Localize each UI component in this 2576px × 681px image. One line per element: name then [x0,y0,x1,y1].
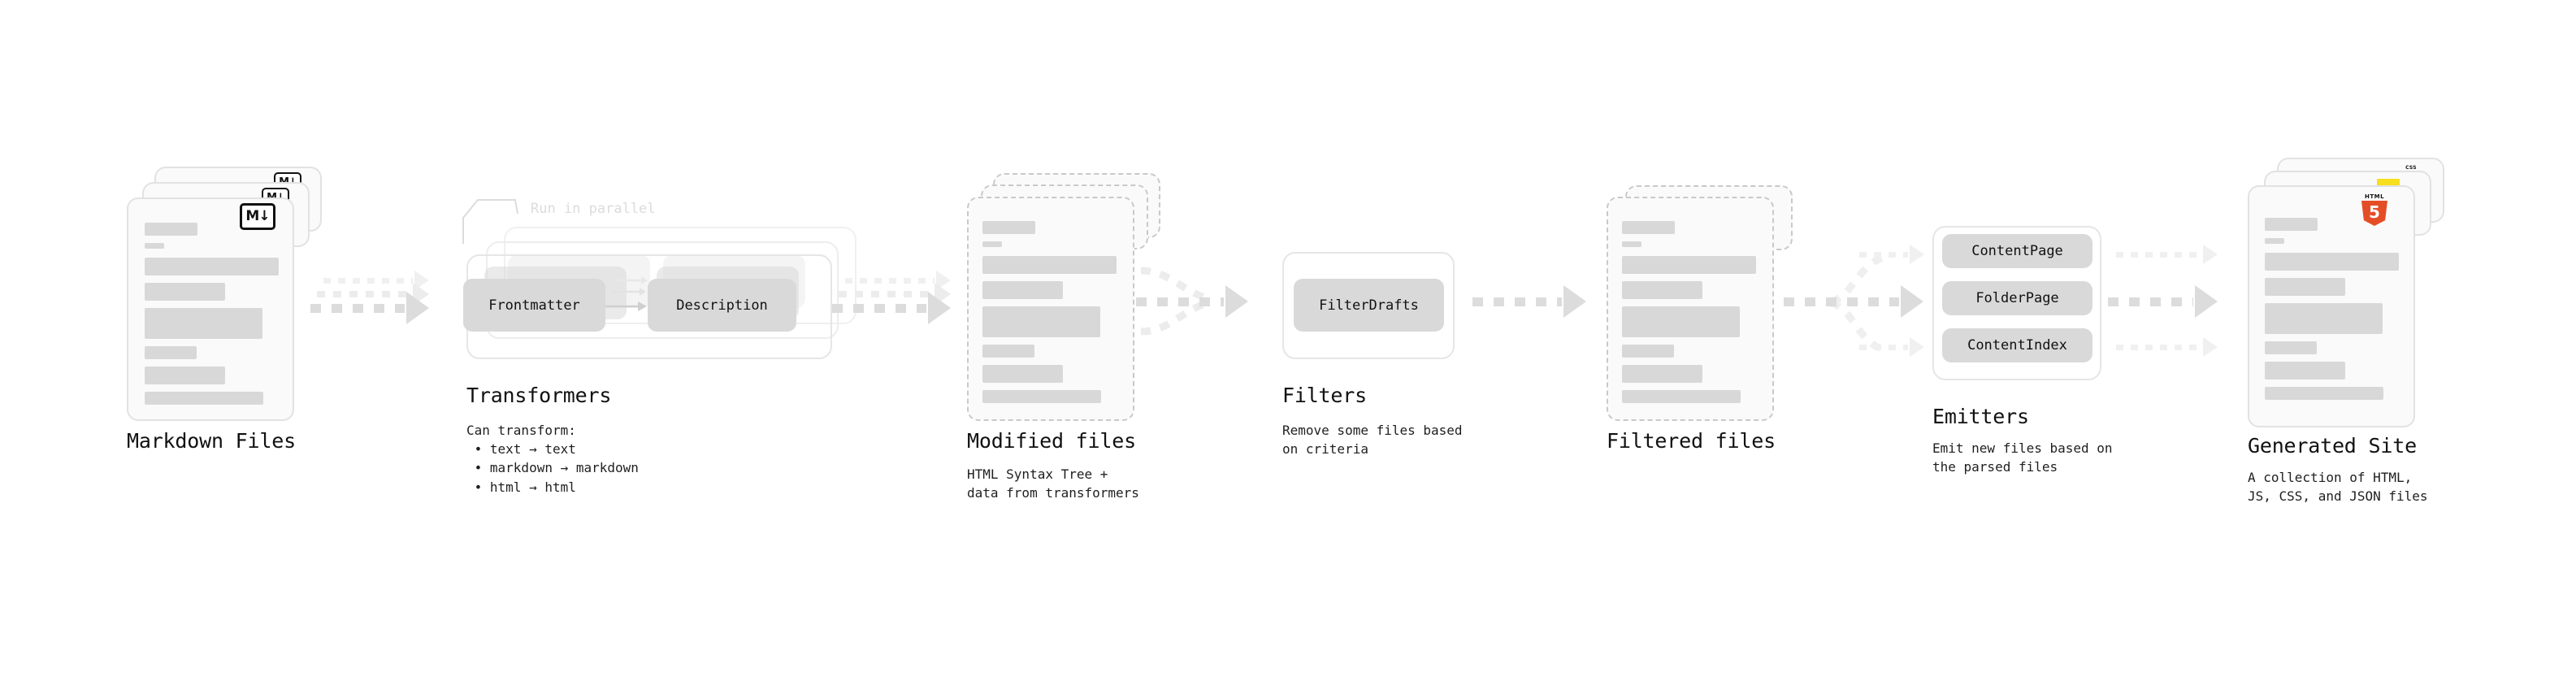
stage-subtitle-modified-files: HTML Syntax Tree + data from transformer… [967,466,1139,501]
transformer-item-frontmatter-label: Frontmatter [488,297,580,314]
markdown-icon: M↓ [240,203,275,230]
run-in-parallel-note: Run in parallel [531,201,656,217]
arrow-modified-to-filters [1136,285,1248,318]
html5-icon: HTML [2361,193,2388,226]
emitters-item-contentpage[interactable]: ContentPage [1942,234,2092,268]
arrow-filtered-to-emitters-mid [1784,285,1923,318]
transformer-item-description[interactable]: Description [648,279,796,332]
arrow-emitters-to-site-bottom [2116,337,2218,357]
filtered-file-placeholder-lines [1622,221,1756,410]
filters-item-filterdrafts[interactable]: FilterDrafts [1294,279,1444,332]
transformer-item-frontmatter[interactable]: Frontmatter [463,279,605,332]
stage-title-filtered-files: Filtered files [1607,429,1776,453]
stage-subtitle-emitters: Emit new files based on the parsed files [1932,440,2113,475]
emitters-item-contentpage-label: ContentPage [1971,243,2063,259]
stage-title-markdown-files: Markdown Files [127,429,296,453]
stage-subtitle-filters: Remove some files based on criteria [1282,423,1463,458]
stage-title-transformers: Transformers [466,384,612,407]
transformer-item-description-label: Description [676,297,768,314]
stage-title-generated-site: Generated Site [2248,434,2417,458]
generated-site-placeholder-lines [2265,218,2399,407]
stage-title-emitters: Emitters [1932,405,2029,428]
stage-title-modified-files: Modified files [967,429,1136,453]
emitters-item-contentindex[interactable]: ContentIndex [1942,328,2092,362]
arrow-emitters-to-site-mid [2108,285,2218,318]
modified-file-placeholder-lines [982,221,1117,410]
arrow-filters-to-filtered-files [1472,285,1586,318]
markdown-file-placeholder-lines [145,223,279,412]
emitters-item-contentindex-label: ContentIndex [1967,337,2067,354]
arrow-emitters-to-site-top [2116,245,2218,264]
stage-subtitle-generated-site: A collection of HTML, JS, CSS, and JSON … [2248,470,2428,505]
arrow-transformers-to-modified [832,292,951,324]
emitters-item-folderpage[interactable]: FolderPage [1942,281,2092,315]
arrow-filtered-to-emitters-top [1859,245,1924,264]
emitters-item-folderpage-label: FolderPage [1975,290,2059,306]
arrow-filtered-to-emitters-bottom [1859,337,1924,357]
filters-item-filterdrafts-label: FilterDrafts [1319,297,1419,314]
arrow-markdown-to-transformers [310,292,429,324]
stage-subtitle-transformers: Can transform: • text → text • markdown … [466,423,639,495]
filters-panel [1282,252,1455,359]
stage-title-filters: Filters [1282,384,1367,407]
emitters-panel [1932,226,2101,380]
